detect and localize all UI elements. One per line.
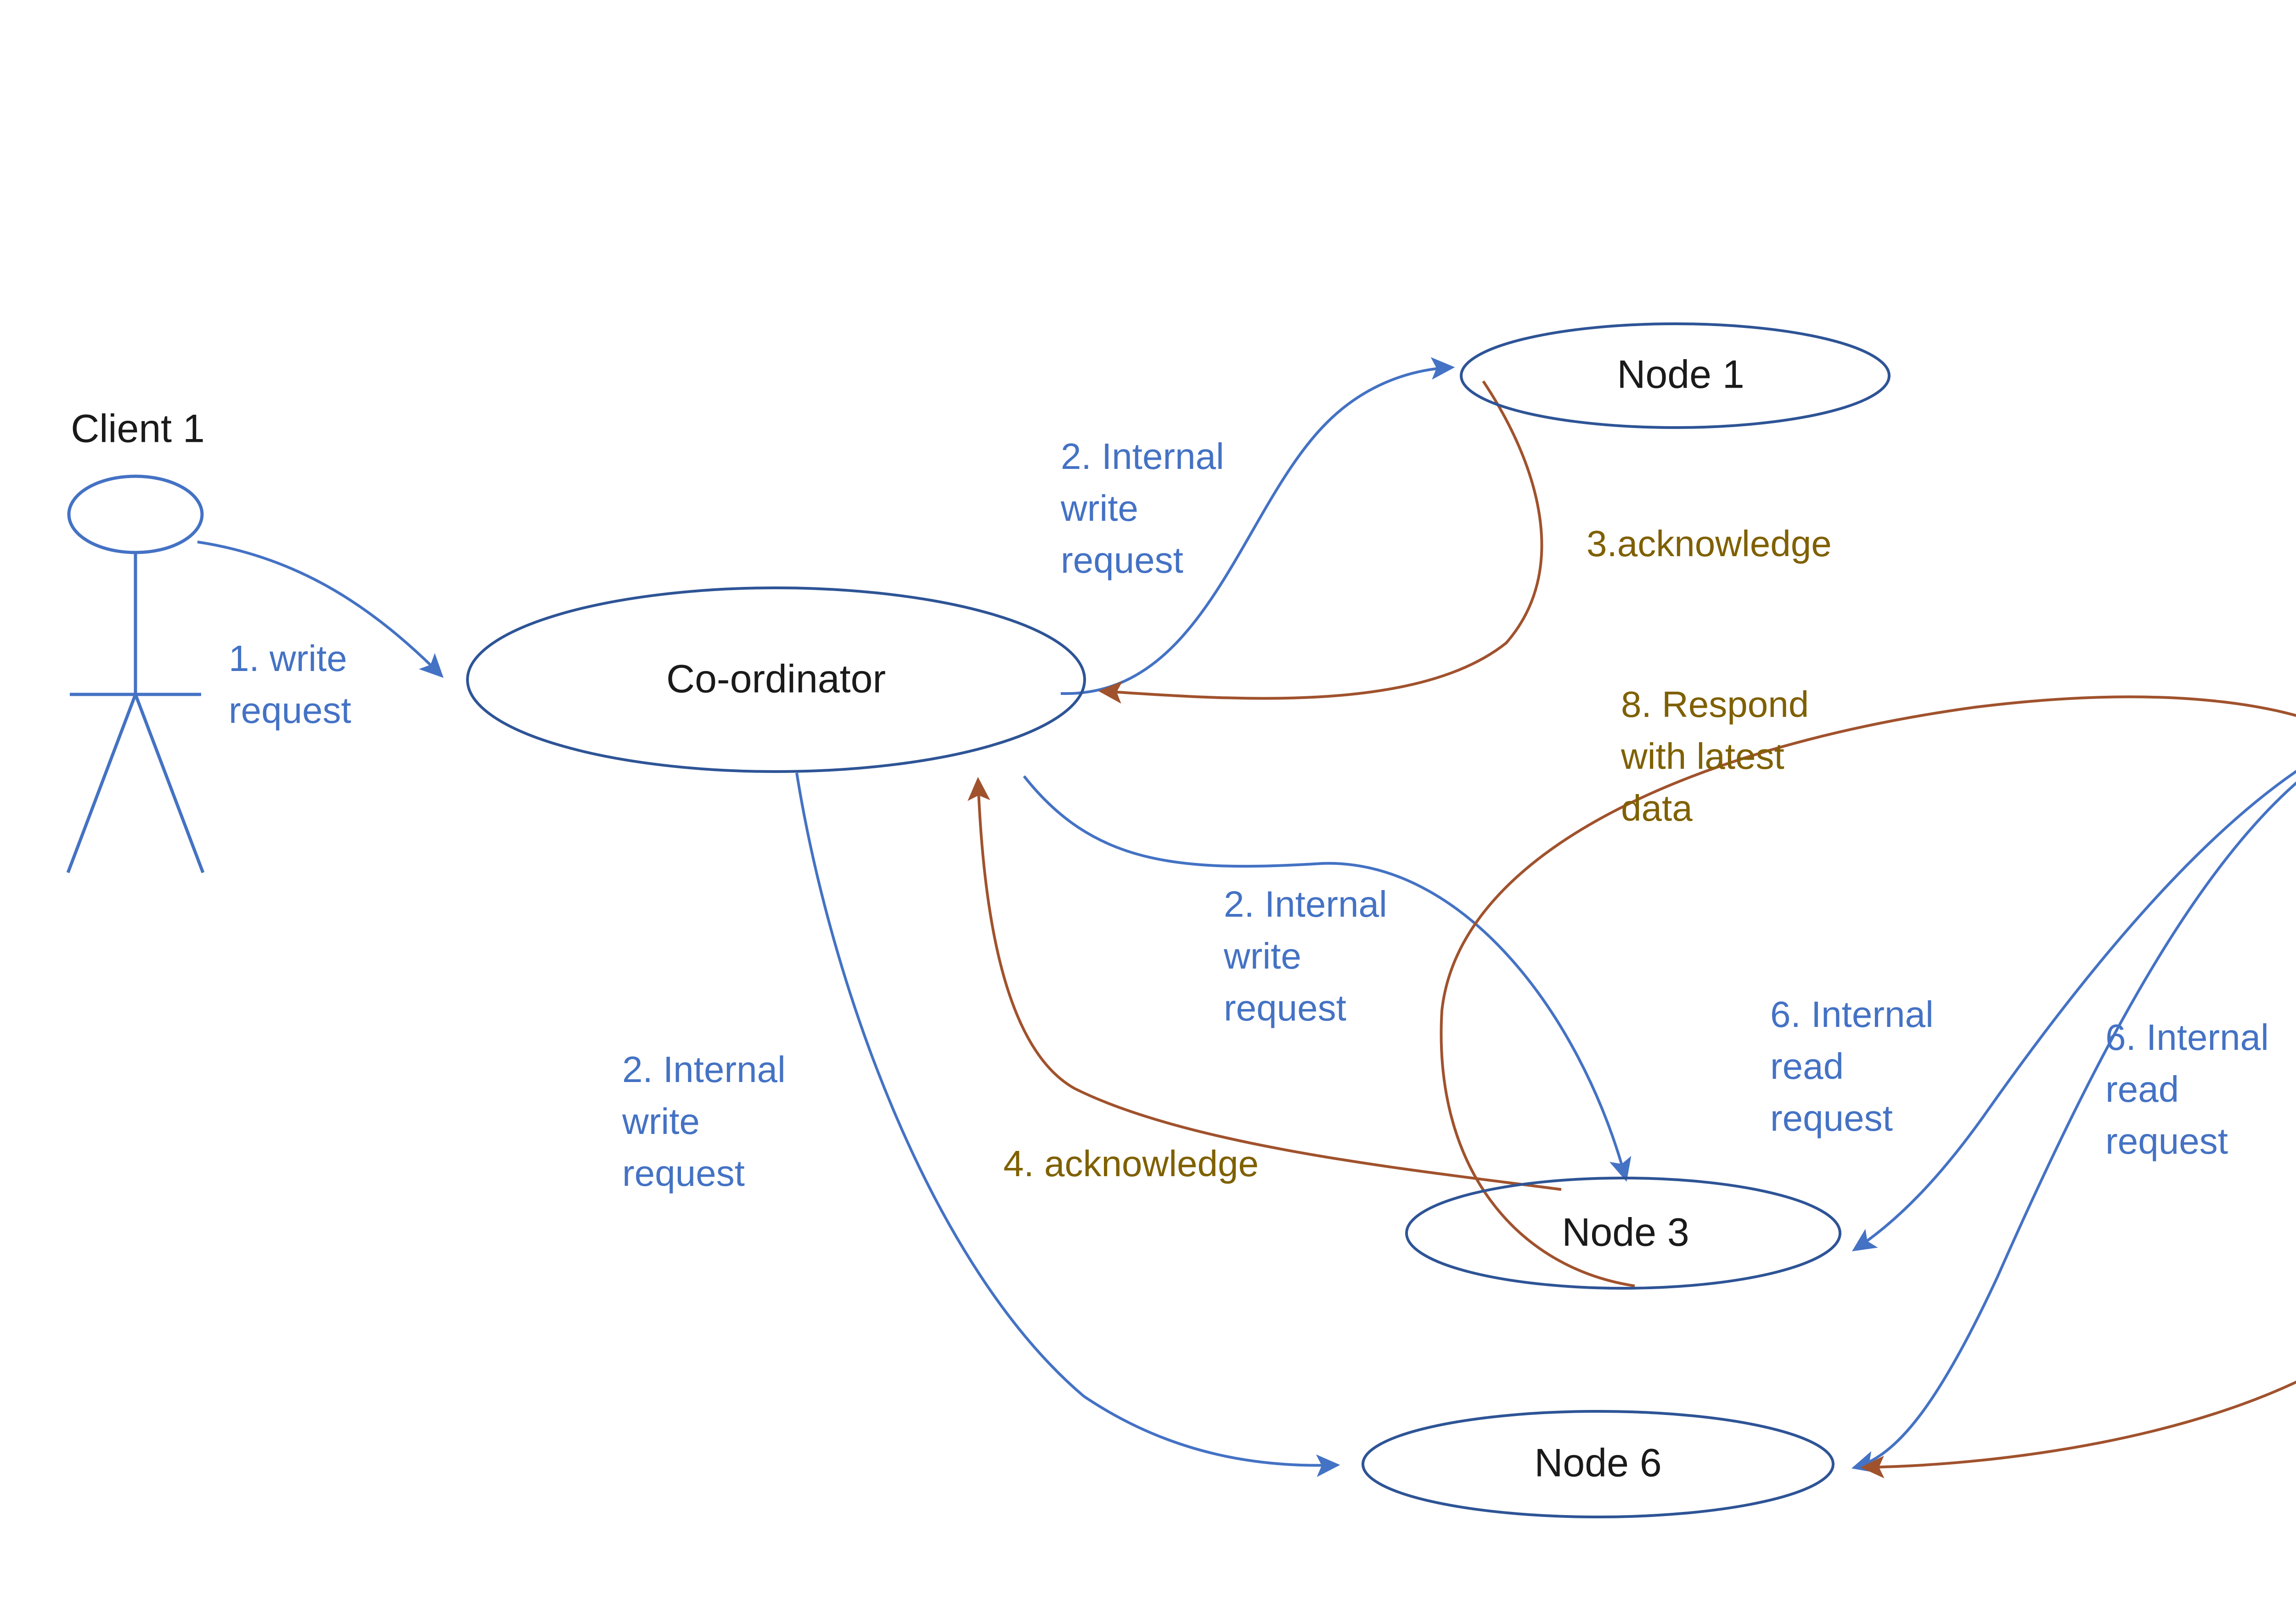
edge-label-3-acknowledge: 3.acknowledge [1587, 523, 1832, 564]
node3-label: Node 3 [1562, 1211, 1689, 1255]
coordinator-left-label: Co-ordinator [666, 657, 886, 701]
client1-left-leg [66, 693, 137, 874]
edge-8-respond-latest-data-arrow [1440, 695, 2296, 1287]
edge-label-4-acknowledge: 4. acknowledge [1003, 1143, 1259, 1184]
client1-head-icon [67, 474, 204, 554]
node6-label: Node 6 [1534, 1441, 1661, 1485]
node1-label: Node 1 [1617, 353, 1744, 397]
node1-ellipse [1460, 322, 1891, 429]
edge-3-acknowledge-arrow [1098, 380, 1543, 704]
node-node6[interactable]: Node 6 [1362, 1410, 1835, 1518]
edge-6a-internal-read-request-arrow [1852, 770, 2296, 1251]
edge-2c-internal-write-request-arrow [795, 772, 1340, 1477]
edge-2b-internal-write-request-arrow [1023, 775, 1632, 1182]
node-coordinator-left[interactable]: Co-ordinator [466, 586, 1086, 773]
actor-client1[interactable]: Client 1 [66, 407, 205, 874]
node6-ellipse [1362, 1410, 1835, 1518]
edge-1-write-request-arrow [197, 541, 444, 678]
node-node1[interactable]: Node 1 [1460, 322, 1891, 429]
coordinator-left-ellipse [466, 586, 1086, 773]
node-node3[interactable]: Node 3 [1405, 1177, 1841, 1290]
client1-right-leg [134, 693, 205, 874]
edge-7-respond-stale-data-arrow [1860, 1381, 2296, 1478]
client1-label: Client 1 [71, 407, 205, 451]
edge-6b-internal-read-request-arrow [1851, 781, 2296, 1473]
edge-4-acknowledge-arrow [968, 777, 1562, 1191]
edge-2a-internal-write-request-arrow [1060, 357, 1455, 695]
node3-ellipse [1405, 1177, 1841, 1290]
